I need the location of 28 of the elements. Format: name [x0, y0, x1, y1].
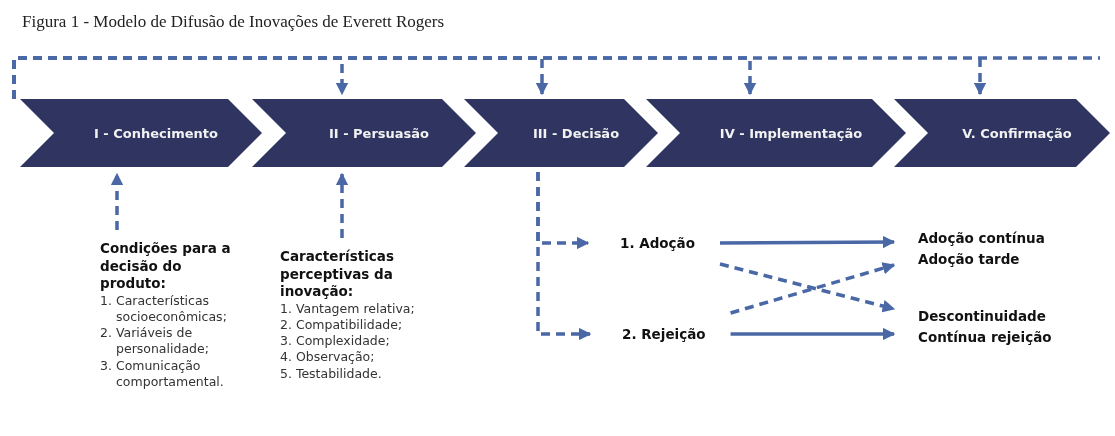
- step-label: II - Persuasão: [328, 125, 430, 141]
- step-label: IV - Implementação: [719, 125, 863, 141]
- option-label: 1. Adoção: [620, 235, 695, 251]
- dashed-arrow: [12, 56, 1102, 101]
- list-heading: Características perceptivas da inovação:: [280, 248, 395, 301]
- dashed-arrow: [536, 172, 592, 341]
- list-item: 2. Compatibilidade;: [280, 316, 404, 334]
- list-item: 2. Variáveis de personalidade;: [100, 325, 210, 358]
- dashed-arrow: [335, 172, 349, 238]
- list-heading: Condições para a decisão do produto:: [100, 240, 232, 293]
- arrow: [720, 235, 896, 249]
- outcome-label: Adoção tarde: [918, 251, 1020, 267]
- step-label: III - Decisão: [532, 125, 620, 141]
- step-label: V. Confirmação: [962, 125, 1072, 141]
- list-item: 3. Comunicação comportamental.: [100, 357, 225, 391]
- figure-title: Figura 1 - Modelo de Difusão de Inovações de Everett Rogers: [22, 12, 445, 32]
- list-item: 3. Complexidade;: [280, 333, 391, 350]
- dashed-arrow: [110, 172, 124, 230]
- step-label: I - Conhecimento: [94, 125, 218, 141]
- option-label: 2. Rejeição: [622, 326, 706, 342]
- list-item: 5. Testabilidade.: [280, 365, 383, 382]
- outcome-label: Adoção contínua: [918, 230, 1045, 246]
- arrow: [730, 327, 896, 341]
- list-item: 1. Vantagem relativa;: [280, 300, 416, 317]
- list-item: 4. Observação;: [280, 349, 376, 366]
- outcome-label: Contínua rejeição: [918, 329, 1052, 345]
- outcome-label: Descontinuidade: [918, 308, 1046, 324]
- list-item: 1. Características socioeconômicas;: [100, 292, 228, 326]
